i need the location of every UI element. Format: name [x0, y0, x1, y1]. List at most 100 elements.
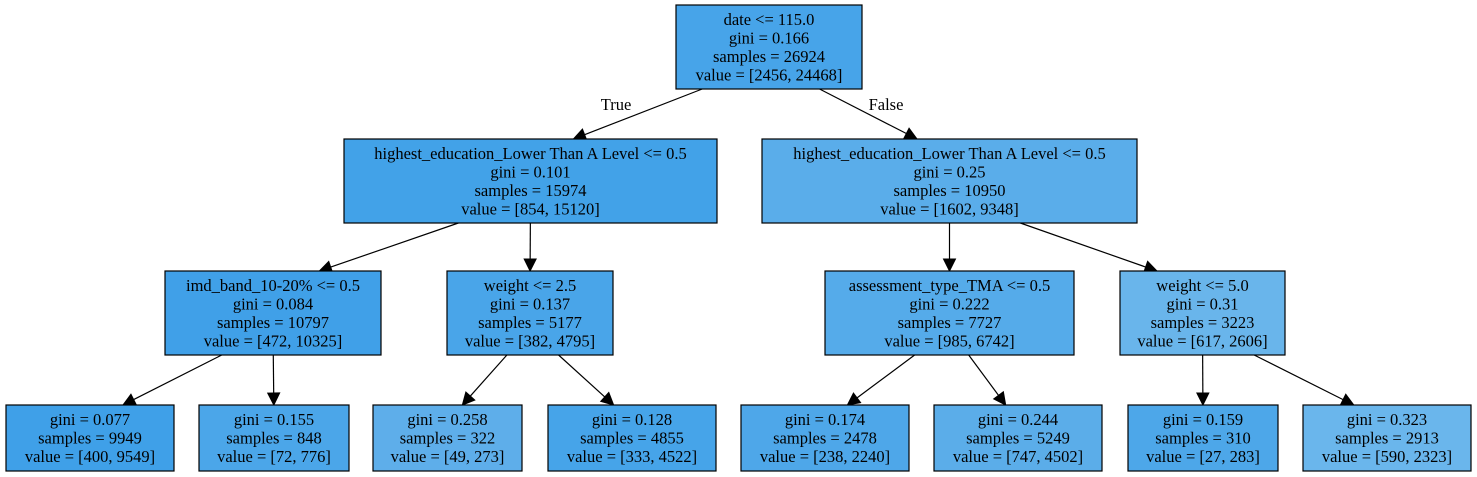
tree-edge	[133, 354, 223, 401]
tree-edge-arrowhead	[942, 258, 957, 273]
tree-node-box	[164, 270, 382, 356]
tree-node-line: gini = 0.244	[978, 410, 1058, 429]
tree-node-line: samples = 5177	[478, 313, 582, 332]
tree-node-line: gini = 0.128	[592, 410, 672, 429]
tree-node-line: gini = 0.166	[729, 28, 809, 47]
tree-node-line: weight <= 5.0	[1156, 276, 1248, 295]
tree-edge	[330, 222, 459, 268]
tree-edge-arrowhead	[461, 391, 476, 406]
tree-node-line: value = [238, 2240]	[760, 447, 890, 466]
tree-node-line: gini = 0.101	[490, 162, 570, 181]
tree-node-line: samples = 7727	[898, 313, 1002, 332]
tree-node-box	[547, 404, 717, 472]
tree-node-line: value = [49, 273]	[391, 447, 505, 466]
edges-layer: True False	[121, 88, 1355, 407]
tree-node-box	[740, 404, 910, 472]
tree-node-line: gini = 0.174	[785, 410, 865, 429]
tree-node-box	[1127, 404, 1279, 472]
tree-node-line: value = [472, 10325]	[204, 331, 343, 350]
tree-node-line: samples = 5249	[966, 429, 1070, 448]
tree-node-line: date <= 115.0	[724, 10, 815, 29]
tree-node-line: gini = 0.159	[1163, 410, 1243, 429]
tree-node-box	[372, 404, 523, 472]
tree-node-line: samples = 2478	[773, 429, 877, 448]
tree-node-line: samples = 26924	[713, 47, 825, 66]
tree-node-line: value = [333, 4522]	[567, 447, 697, 466]
tree-node-line: samples = 10950	[894, 181, 1006, 200]
tree-node-line: gini = 0.137	[490, 294, 570, 313]
tree-node-line: samples = 3223	[1151, 313, 1255, 332]
tree-node-line: gini = 0.222	[909, 294, 989, 313]
tree-node-line: gini = 0.258	[407, 410, 487, 429]
tree-node-line: weight <= 2.5	[484, 276, 576, 295]
tree-node-line: imd_band_10-20% <= 0.5	[186, 276, 360, 295]
tree-edge	[469, 354, 508, 397]
tree-node-line: value = [854, 15120]	[461, 199, 600, 218]
tree-node-line: value = [985, 6742]	[884, 331, 1014, 350]
tree-edge	[968, 354, 1000, 396]
tree-node-box	[675, 4, 863, 90]
tree-node-line: value = [27, 283]	[1146, 447, 1260, 466]
tree-edge	[558, 354, 606, 398]
tree-node-box	[446, 270, 614, 356]
tree-node-box	[5, 404, 175, 472]
tree-node-box	[198, 404, 350, 472]
tree-node-line: value = [1602, 9348]	[880, 199, 1019, 218]
tree-edge	[856, 354, 915, 399]
tree-node-line: value = [747, 4502]	[953, 447, 1083, 466]
tree-node-line: value = [72, 776]	[217, 447, 331, 466]
tree-node-box	[761, 138, 1138, 224]
tree-edge	[1020, 222, 1146, 268]
tree-node-line: samples = 15974	[475, 181, 587, 200]
tree-node: highest_education_Lower Than A Level <= …	[761, 138, 1138, 224]
tree-edge-arrowhead	[846, 392, 862, 406]
tree-node-line: gini = 0.323	[1347, 410, 1427, 429]
tree-node-line: value = [590, 2323]	[1322, 447, 1452, 466]
tree-node-box	[343, 138, 718, 224]
tree-edge-label: True	[601, 95, 632, 114]
tree-node-box	[933, 404, 1103, 472]
tree-node-line: gini = 0.084	[233, 294, 313, 313]
tree-node-box	[1302, 404, 1472, 472]
tree-node-line: value = [382, 4795]	[465, 331, 595, 350]
tree-edge-arrowhead	[599, 391, 615, 406]
tree-edge-label: False	[869, 95, 904, 114]
tree-node-line: gini = 0.155	[234, 410, 314, 429]
tree-node-line: highest_education_Lower Than A Level <= …	[374, 144, 687, 163]
tree-node-line: gini = 0.25	[913, 162, 985, 181]
tree-node-line: samples = 10797	[217, 313, 329, 332]
tree-node-line: samples = 9949	[38, 429, 142, 448]
tree-node-line: samples = 310	[1155, 429, 1250, 448]
tree-edge-arrowhead	[992, 390, 1007, 406]
tree-edge-arrowhead	[266, 392, 281, 407]
tree-node-box	[1119, 270, 1286, 356]
tree-node-line: gini = 0.31	[1166, 294, 1238, 313]
tree-node-line: value = [400, 9549]	[25, 447, 155, 466]
tree-edge	[584, 88, 703, 136]
tree-node-line: value = [617, 2606]	[1137, 331, 1267, 350]
tree-node-line: samples = 2913	[1335, 429, 1439, 448]
tree-node: highest_education_Lower Than A Level <= …	[343, 138, 718, 224]
tree-node-line: samples = 4855	[580, 429, 684, 448]
tree-node-line: value = [2456, 24468]	[696, 65, 843, 84]
tree-edge-arrowhead	[523, 258, 537, 273]
tree-edge	[819, 88, 907, 135]
tree-node-line: assessment_type_TMA <= 0.5	[849, 276, 1050, 295]
tree-node-box	[824, 270, 1075, 356]
tree-node-line: highest_education_Lower Than A Level <= …	[793, 144, 1106, 163]
